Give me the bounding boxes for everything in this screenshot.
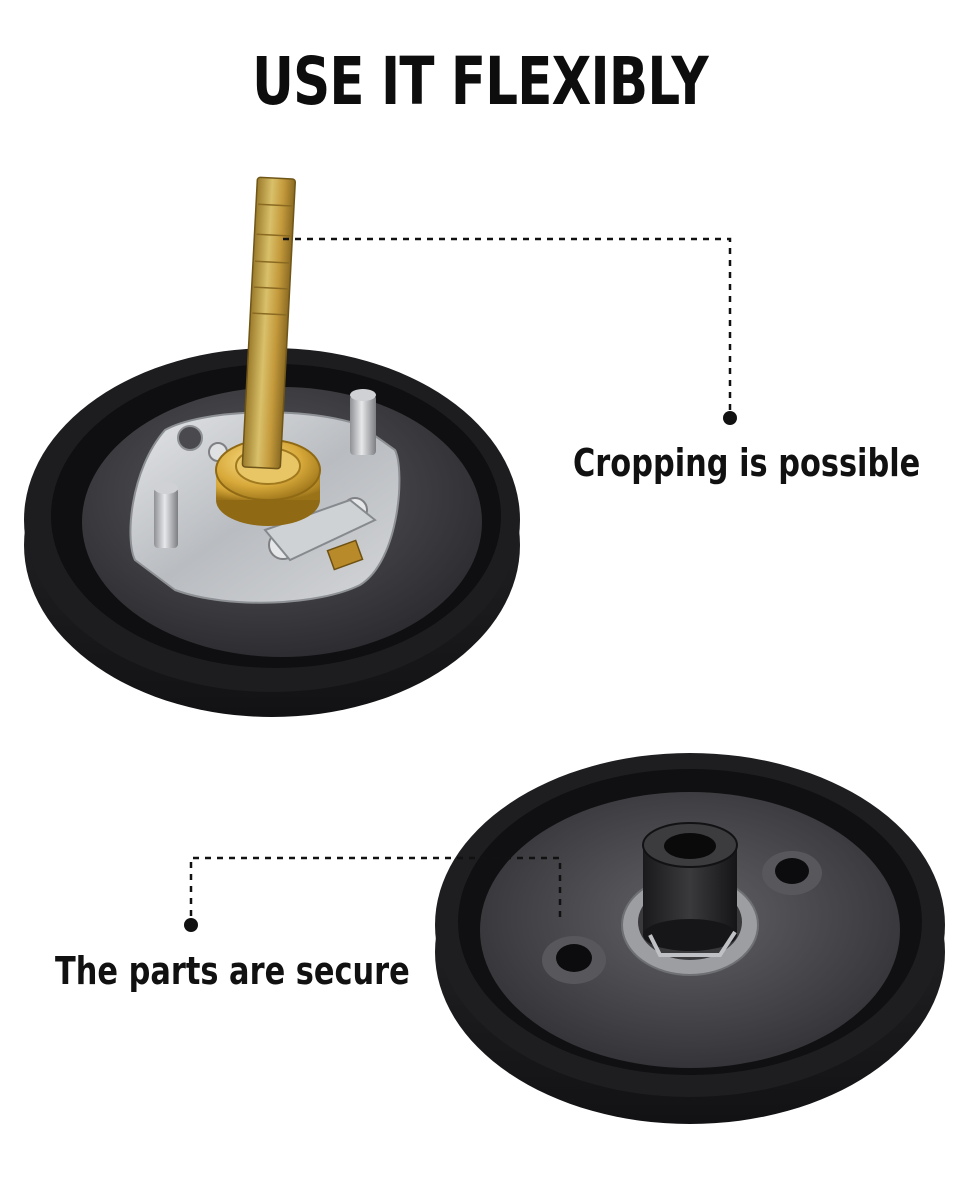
callout-secure-label: The parts are secure [55, 949, 410, 993]
steering-hub-assembled [24, 176, 520, 717]
callout-line-secure [184, 856, 562, 932]
callout-dot-secure [184, 918, 198, 932]
headline: USE IT FLEXIBLY [252, 43, 709, 120]
steering-hub-underside [435, 753, 945, 1124]
callout-line-cropping [283, 237, 737, 425]
callout-dot-cropping [723, 411, 737, 425]
callout-cropping-label: Cropping is possible [573, 441, 921, 485]
